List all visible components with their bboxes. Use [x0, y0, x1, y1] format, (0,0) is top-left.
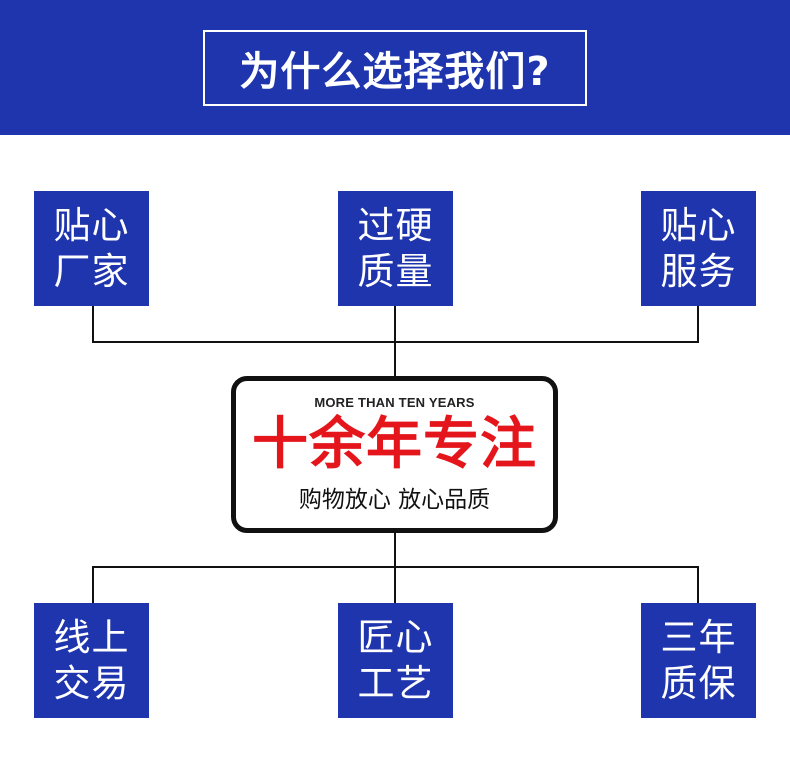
center-headline: 十余年专注: [252, 412, 537, 477]
feature-card-line1: 贴心: [53, 203, 130, 247]
feature-card-craft: 匠心 工艺: [338, 603, 453, 718]
feature-card-line1: 三年: [660, 615, 737, 659]
connector-top-left-drop: [92, 306, 94, 343]
feature-card-line1: 匠心: [357, 615, 434, 659]
connector-bottom-left-rise: [92, 566, 94, 603]
feature-card-line2: 工艺: [357, 661, 434, 705]
connector-top-right-drop: [697, 306, 699, 343]
page-title: 为什么选择我们?: [203, 30, 587, 106]
feature-card-line2: 质量: [357, 249, 434, 293]
feature-card-line2: 厂家: [53, 249, 130, 293]
connector-top-horizontal: [92, 341, 699, 343]
feature-card-service: 贴心 服务: [641, 191, 756, 306]
connector-bottom-horizontal: [92, 566, 699, 568]
feature-card-online-trade: 线上 交易: [34, 603, 149, 718]
center-tagline: 购物放心 放心品质: [298, 487, 491, 513]
feature-card-warranty: 三年 质保: [641, 603, 756, 718]
feature-card-factory: 贴心 厂家: [34, 191, 149, 306]
feature-card-line2: 交易: [53, 661, 130, 705]
feature-card-line2: 服务: [660, 249, 737, 293]
feature-card-line1: 贴心: [660, 203, 737, 247]
header-banner: 为什么选择我们?: [0, 0, 790, 135]
connector-bottom-right-rise: [697, 566, 699, 603]
feature-card-line2: 质保: [660, 661, 737, 705]
feature-card-line1: 过硬: [357, 203, 434, 247]
feature-card-quality: 过硬 质量: [338, 191, 453, 306]
feature-card-line1: 线上: [53, 615, 130, 659]
center-highlight-box: MORE THAN TEN YEARS 十余年专注 购物放心 放心品质: [231, 376, 558, 533]
center-subtitle: MORE THAN TEN YEARS: [314, 395, 475, 410]
